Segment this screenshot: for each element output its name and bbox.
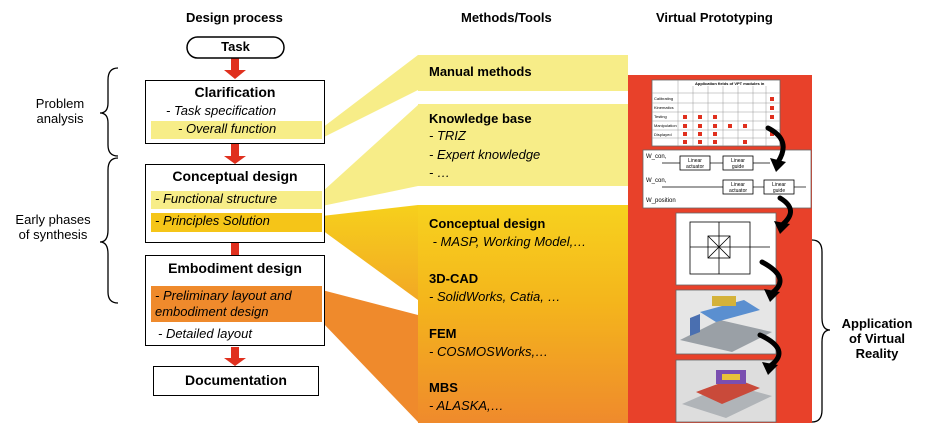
header-virtual-prototyping: Virtual Prototyping <box>656 10 773 25</box>
thumbnail-row-0: Calibrating <box>654 96 674 101</box>
stage-clarification-title: Clarification <box>194 84 276 100</box>
thumbnail-fem-model <box>675 359 777 423</box>
header-methods-tools: Methods/Tools <box>461 10 552 25</box>
stage-embodiment-item: - Detailed layout <box>158 326 252 341</box>
thumbnail-row-4: Displayed <box>654 132 672 137</box>
thumbnail-row-3: Manipulation <box>654 123 677 128</box>
header-design-process: Design process <box>186 10 283 25</box>
tool-manual-methods: Manual methods <box>429 64 532 79</box>
tool-fem-item: - COSMOSWorks,… <box>429 344 549 359</box>
vr-flow-arrows <box>757 125 793 369</box>
thumbnail-row-1: Kinematics <box>654 105 674 110</box>
connector-principles-solution <box>322 205 418 300</box>
brace-problem-analysis <box>99 67 119 157</box>
tool-3d-cad: 3D-CAD <box>429 271 479 286</box>
block-label-0: W_con, <box>646 154 667 160</box>
task-label: Task <box>221 39 250 54</box>
tool-knowledge-base: Knowledge base <box>429 111 532 126</box>
thumbnail-application-table <box>651 79 781 147</box>
label-early-phases: Early phases of synthesis <box>15 212 91 242</box>
tool-mbs-item: - ALASKA,… <box>429 398 504 413</box>
stage-embodiment-title: Embodiment design <box>168 260 302 276</box>
stage-conceptual-highlight-principles: - Principles Solution <box>151 213 322 232</box>
tool-fem: FEM <box>429 326 457 341</box>
block-0: Linear actuator <box>685 158 705 170</box>
brace-application-vr <box>811 239 831 423</box>
thumbnail-table-title: Application fields of VPT modules in <box>695 81 765 86</box>
knowledge-base-band <box>418 104 628 186</box>
stage-conceptual-title: Conceptual design <box>172 168 298 184</box>
tool-knowledge-triz: - TRIZ <box>429 128 466 143</box>
connector-embodiment <box>322 290 418 422</box>
thumbnail-cad-model <box>675 289 777 355</box>
tool-mbs: MBS <box>429 380 458 395</box>
stage-embodiment-highlight: - Preliminary layout and embodiment desi… <box>151 286 322 322</box>
stage-clarification-item: - Task specification <box>166 103 277 118</box>
block-label-1: W_con, <box>646 178 667 184</box>
stage-conceptual-highlight-functional: - Functional structure <box>151 191 322 209</box>
block-label-2: W_position <box>646 198 676 204</box>
tool-3d-cad-item: - SolidWorks, Catia, … <box>429 289 561 304</box>
block-3: Linear guide <box>772 182 786 194</box>
thumbnail-row-2: Testing <box>654 114 667 119</box>
tool-knowledge-more: - … <box>429 165 450 180</box>
stage-documentation <box>153 366 319 396</box>
connector-knowledge-base <box>322 105 418 206</box>
task-pill <box>186 36 285 59</box>
manual-methods-band <box>418 55 628 91</box>
label-problem-analysis: Problem analysis <box>35 96 85 126</box>
tool-conceptual-item: - MASP, Working Model,… <box>429 234 587 249</box>
block-2: Linear actuator <box>728 182 748 194</box>
thumbnail-schematic <box>675 212 777 286</box>
tools-gradient-band <box>418 205 628 423</box>
connector-manual-methods <box>322 55 418 138</box>
stage-documentation-title: Documentation <box>185 372 287 388</box>
tool-conceptual-design: Conceptual design <box>429 216 546 231</box>
block-1: Linear guide <box>731 158 745 170</box>
brace-early-phases <box>99 157 119 304</box>
tool-knowledge-expert: - Expert knowledge <box>429 147 541 162</box>
stage-clarification-highlight: - Overall function <box>151 121 322 139</box>
label-application-vr: Application of Virtual Reality <box>841 316 913 361</box>
